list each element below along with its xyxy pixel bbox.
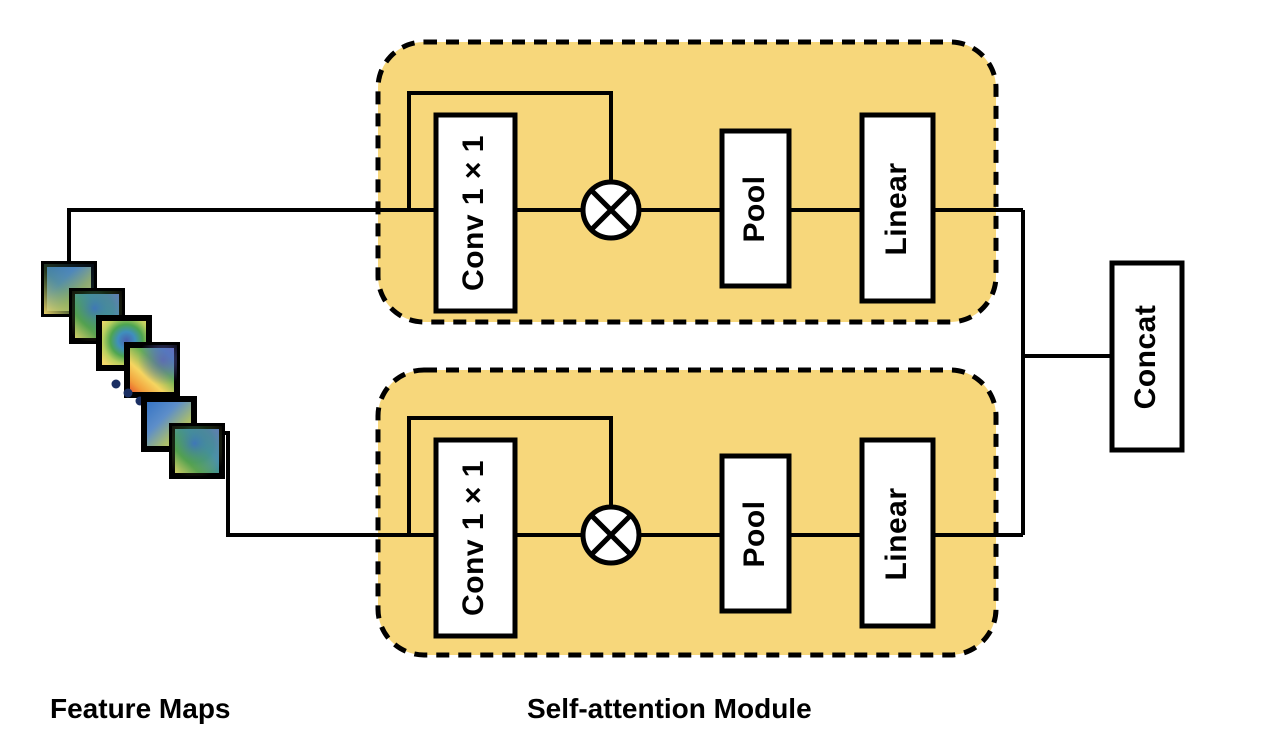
module-panel-top <box>375 39 999 325</box>
conv-label-bottom: Conv 1 × 1 <box>457 460 490 616</box>
pool-label-top: Pool <box>738 176 771 243</box>
multiply-x-bottom <box>589 513 633 557</box>
feature-map-tile <box>124 342 180 398</box>
block-conv-bottom[interactable]: Conv 1 × 1 <box>433 437 518 639</box>
linear-box-bottom <box>859 437 936 629</box>
input-line-top <box>67 208 440 268</box>
block-linear-top[interactable]: Linear <box>859 112 936 304</box>
module-panel-bottom <box>375 367 999 658</box>
self-attention-module-top[interactable] <box>375 39 999 325</box>
concat-box <box>1109 260 1185 453</box>
ellipsis-dot <box>111 379 121 389</box>
ellipsis-dot <box>123 388 133 398</box>
pool-box-top <box>719 128 792 289</box>
caption-feature-maps: Feature Maps <box>50 693 231 724</box>
block-concat[interactable]: Concat <box>1109 260 1185 453</box>
linear-label-bottom: Linear <box>880 487 913 580</box>
block-multiply-top[interactable] <box>580 179 642 241</box>
conv-box-top <box>433 112 518 314</box>
bottom-skip-connection-2 <box>407 416 613 535</box>
block-pool-top[interactable]: Pool <box>719 128 792 289</box>
block-conv-top[interactable]: Conv 1 × 1 <box>433 112 518 314</box>
linear-label-top: Linear <box>880 162 913 255</box>
linear-box-top <box>859 112 936 304</box>
feature-map-tile <box>169 423 225 479</box>
top-skip-connection-2 <box>407 91 613 210</box>
feature-map-stack[interactable] <box>41 261 225 479</box>
pool-label-bottom: Pool <box>738 501 771 568</box>
block-linear-bottom[interactable]: Linear <box>859 437 936 629</box>
concat-label: Concat <box>1129 305 1162 410</box>
conv-label-top: Conv 1 × 1 <box>457 135 490 291</box>
block-multiply-bottom[interactable] <box>580 504 642 566</box>
pool-box-bottom <box>719 453 792 614</box>
block-pool-bottom[interactable]: Pool <box>719 453 792 614</box>
connector-lines-overlay <box>378 91 1023 537</box>
multiply-x-top <box>589 188 633 232</box>
conv-box-bottom <box>433 437 518 639</box>
self-attention-module-bottom[interactable] <box>375 367 999 658</box>
caption-self-attention: Self-attention Module <box>527 693 812 724</box>
